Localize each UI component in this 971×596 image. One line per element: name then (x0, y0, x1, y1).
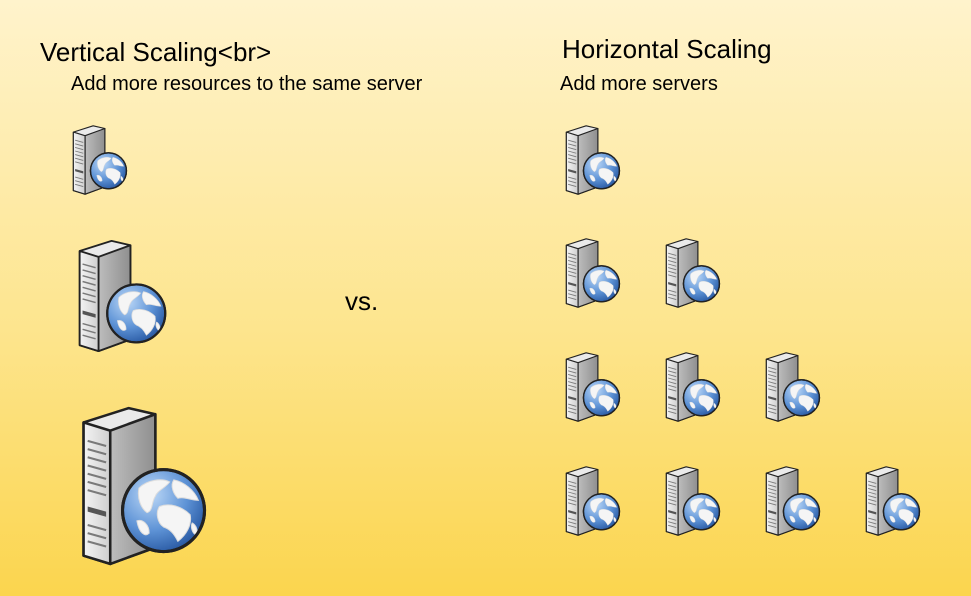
web-server-icon (560, 465, 624, 537)
vertical-scaling-subtitle: Add more resources to the same server (71, 73, 423, 95)
web-server-icon (560, 237, 624, 309)
vertical-scaling-title: Vertical Scaling<br> (40, 37, 272, 67)
web-server-icon (560, 351, 624, 423)
horizontal-scaling-subtitle: Add more servers (560, 73, 718, 95)
web-server-icon (660, 465, 724, 537)
horizontal-scaling-title: Horizontal Scaling (562, 34, 772, 64)
web-server-icon (70, 238, 172, 354)
web-server-icon (660, 237, 724, 309)
web-server-icon (72, 404, 212, 568)
web-server-icon (66, 124, 132, 196)
web-server-icon (760, 465, 824, 537)
web-server-icon (560, 124, 624, 196)
web-server-icon (660, 351, 724, 423)
web-server-icon (860, 465, 924, 537)
web-server-icon (760, 351, 824, 423)
versus-label: vs. (345, 286, 379, 316)
